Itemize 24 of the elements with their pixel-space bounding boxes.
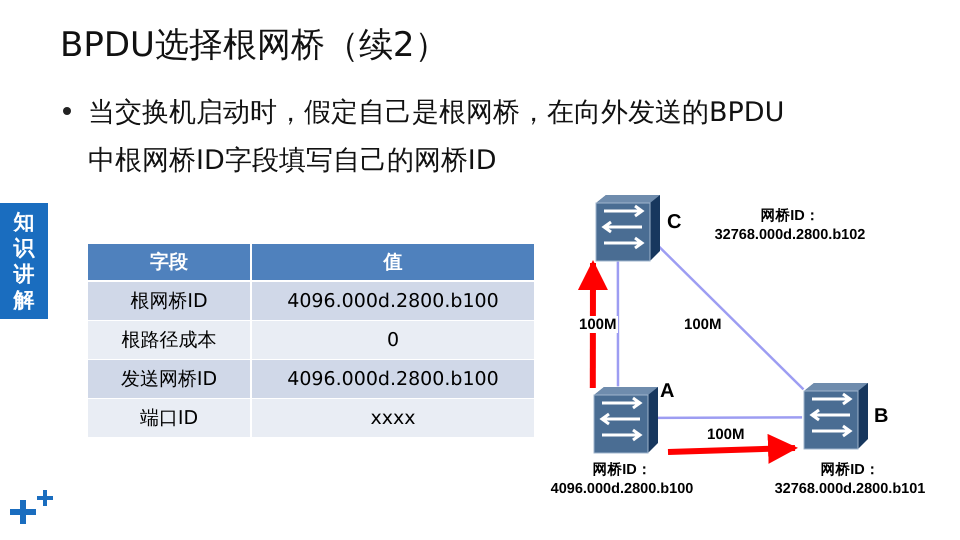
table-cell: 根网桥ID xyxy=(88,282,250,320)
table-cell: 根路径成本 xyxy=(88,321,250,359)
bridge-id-label: 网桥ID： 4096.000d.2800.b100 xyxy=(550,461,694,499)
side-tab: 知识讲解 xyxy=(0,203,48,319)
table-cell: 发送网桥ID xyxy=(88,360,250,398)
bridge-id-label: 网桥ID： 32768.000d.2800.b102 xyxy=(714,207,866,245)
table-cell: 端口ID xyxy=(88,399,250,437)
node-letter: B xyxy=(874,405,888,428)
node-letter: A xyxy=(660,380,674,403)
link-line xyxy=(658,416,802,420)
node-letter: C xyxy=(667,211,682,234)
table-cell: xxxx xyxy=(252,399,534,437)
link-line xyxy=(616,262,620,386)
slide-title: BPDU选择根网桥（续2） xyxy=(60,24,449,67)
bridge-id-label: 网桥ID： 32768.000d.2800.b101 xyxy=(774,461,926,499)
table-header-cell: 字段 xyxy=(88,244,250,280)
bullet-text: 当交换机启动时，假定自己是根网桥，在向外发送的BPDU中根网桥ID字段填写自己的网桥ID xyxy=(88,96,786,178)
table-cell: 4096.000d.2800.b100 xyxy=(252,360,534,398)
arrow xyxy=(578,260,608,388)
edge-label: 100M xyxy=(578,316,618,333)
table-cell: 0 xyxy=(252,321,534,359)
table-header-cell: 值 xyxy=(252,244,534,280)
arrow xyxy=(668,434,798,464)
table-cell: 4096.000d.2800.b100 xyxy=(252,282,534,320)
